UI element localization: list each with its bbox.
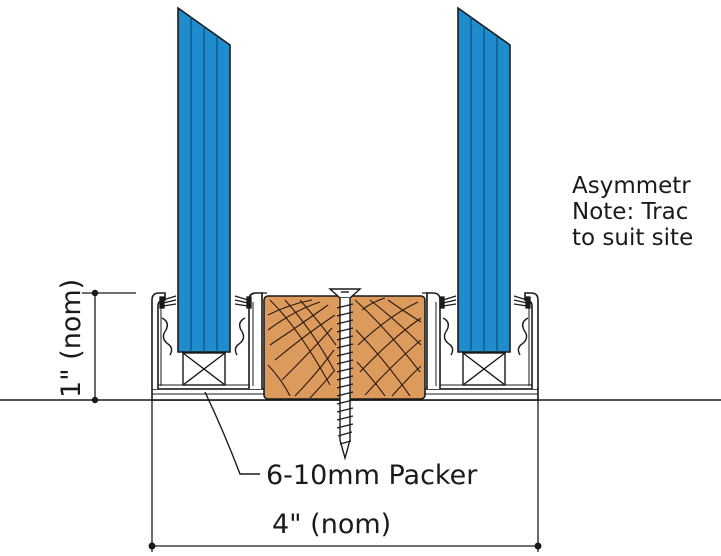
note-line-2: Note: Trac bbox=[572, 199, 688, 225]
clip-springs bbox=[161, 317, 529, 356]
width-dimension bbox=[148, 400, 542, 552]
brush-seals bbox=[159, 295, 531, 309]
glass-panel-right bbox=[457, 6, 511, 353]
wood-screw bbox=[328, 288, 362, 461]
setting-blocks bbox=[182, 352, 506, 386]
height-label: 1" (nom) bbox=[56, 279, 87, 398]
packer-label: 6-10mm Packer bbox=[266, 460, 478, 491]
height-dimension bbox=[82, 289, 136, 404]
glass-panel-left bbox=[177, 6, 231, 353]
note-line-1: Asymmetr bbox=[572, 173, 691, 199]
note-line-3: to suit site bbox=[572, 225, 693, 251]
width-label: 4" (nom) bbox=[272, 509, 391, 540]
packer-leader bbox=[204, 391, 260, 475]
